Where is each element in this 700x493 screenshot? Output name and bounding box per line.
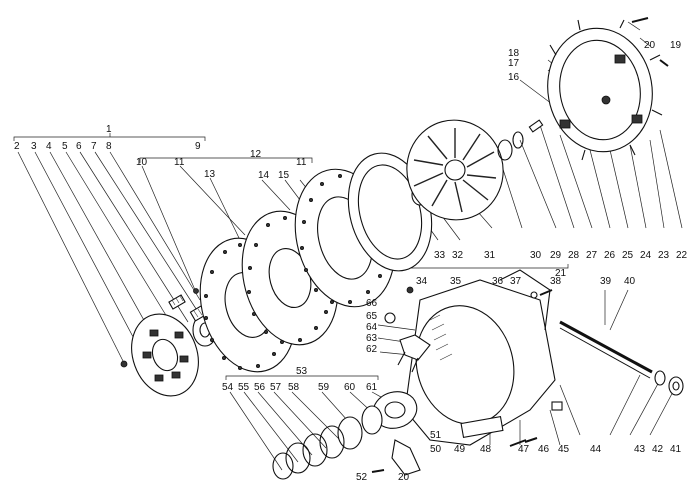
callout-42: 42 [652,444,664,455]
callout-5: 5 [62,141,68,152]
callout-55: 55 [238,382,250,393]
callout-12: 12 [250,149,262,160]
callout-36: 36 [492,276,504,287]
callout-11-left: 11 [174,157,185,168]
callout-26: 26 [604,250,616,261]
callout-32: 32 [452,250,464,261]
callout-9: 9 [195,141,201,152]
callout-24: 24 [640,250,652,261]
callout-54: 54 [222,382,234,393]
callout-41: 41 [670,444,682,455]
callout-31: 31 [484,250,496,261]
part-small-rings [497,119,544,161]
callout-1: 1 [106,124,112,135]
callout-60: 60 [344,382,356,393]
callout-61: 61 [366,382,378,393]
callout-29: 29 [550,250,562,261]
callout-7: 7 [91,141,97,152]
callout-19: 19 [670,40,682,51]
part-diaphragm-spring-31 [406,119,504,221]
part-release-fork [397,334,431,373]
callout-64: 64 [366,322,378,333]
callout-46: 46 [538,444,550,455]
callout-51: 51 [430,430,442,441]
part-release-bearing-assembly [272,391,421,480]
callout-25: 25 [622,250,634,261]
callout-labels: 1 2 3 4 5 6 7 8 9 10 11 11 12 13 14 15 1… [14,40,688,483]
part-bolts-lower [509,289,553,447]
callout-58: 58 [288,382,300,393]
callout-6: 6 [76,141,82,152]
part-bell-housing [384,269,556,446]
part-clutch-cover [547,17,669,161]
callout-63: 63 [366,333,378,344]
callout-20-bottom: 20 [398,472,410,483]
callout-28: 28 [568,250,580,261]
callout-3: 3 [31,141,37,152]
callout-38: 38 [550,276,562,287]
callout-11-right: 11 [296,157,307,168]
callout-40: 40 [624,276,636,287]
callout-23: 23 [658,250,670,261]
callout-2: 2 [14,141,20,152]
callout-17: 17 [508,58,520,69]
callout-33: 33 [434,250,446,261]
callout-50: 50 [430,444,442,455]
callout-35: 35 [450,276,462,287]
callout-53: 53 [296,366,308,377]
callout-62: 62 [366,344,378,355]
callout-49: 49 [454,444,466,455]
callout-44: 44 [590,444,602,455]
callout-39: 39 [600,276,612,287]
callout-66: 66 [366,298,378,309]
callout-65: 65 [366,311,378,322]
part-shaft-39 [551,320,684,411]
callout-10: 10 [136,157,148,168]
callout-48: 48 [480,444,492,455]
callout-16: 16 [508,72,520,83]
callout-52: 52 [356,472,368,483]
callout-57: 57 [270,382,282,393]
callout-14: 14 [258,170,270,181]
callout-37: 37 [510,276,522,287]
callout-34: 34 [416,276,428,287]
callout-20-top: 20 [644,40,656,51]
callout-22: 22 [676,250,688,261]
callout-45: 45 [558,444,570,455]
part-damper-hub-plate [120,313,199,397]
callout-18: 18 [508,48,520,59]
callout-56: 56 [254,382,266,393]
callout-30: 30 [530,250,542,261]
callout-47: 47 [518,444,530,455]
callout-13: 13 [204,169,216,180]
callout-27: 27 [586,250,598,261]
callout-21: 21 [555,268,567,279]
callout-8: 8 [106,141,112,152]
callout-43: 43 [634,444,646,455]
callout-59: 59 [318,382,330,393]
callout-4: 4 [46,141,52,152]
callout-15: 15 [278,170,290,181]
